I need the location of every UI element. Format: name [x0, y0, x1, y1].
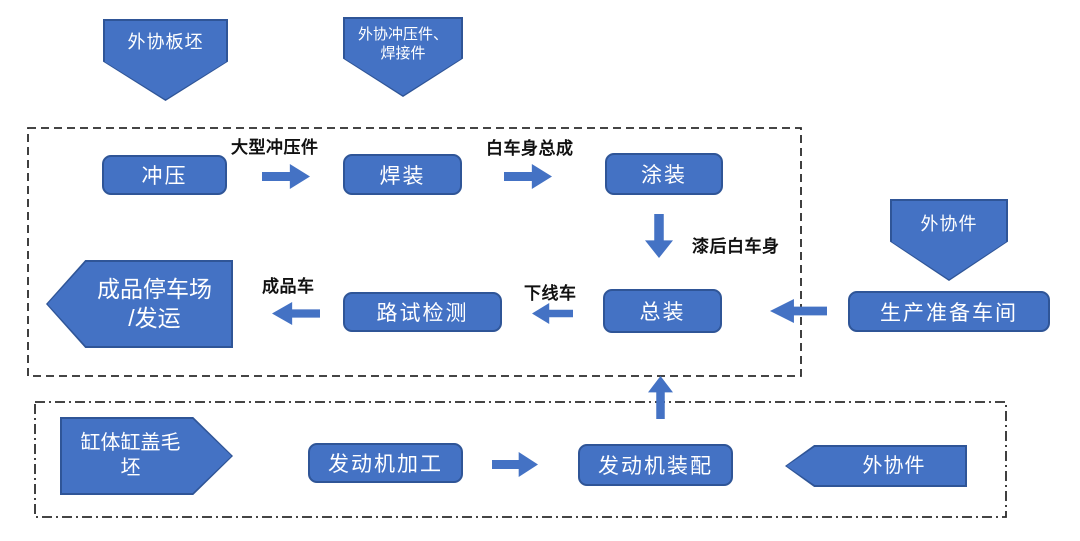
- box-painting: 涂装: [605, 153, 723, 195]
- line2: /发运: [128, 305, 181, 331]
- shape-input-cylinder-blanks: 缸体缸盖毛 坯: [60, 417, 233, 495]
- flow-label-offline-vehicle: 下线车: [524, 284, 577, 303]
- flow-label-finished-vehicle: 成品车: [262, 277, 315, 296]
- box-painting-label: 涂装: [641, 164, 687, 187]
- flow-label-body-in-white: 白车身总成: [486, 139, 574, 158]
- input-stamping-weldments-label: 外协冲压件、 焊接件: [343, 17, 463, 97]
- line1: 外协冲压件、: [357, 26, 448, 43]
- box-stamping-label: 冲压: [141, 165, 188, 188]
- box-welding-label: 焊装: [379, 164, 426, 188]
- box-welding: 焊装: [343, 154, 462, 195]
- vehicle-process-boundary: [27, 127, 802, 377]
- box-prep-workshop: 生产准备车间: [848, 291, 1050, 332]
- pentagon-right-fill: [61, 418, 232, 494]
- box-engine-machining-label: 发动机加工: [328, 453, 443, 476]
- box-engine-assembly-label: 发动机装配: [598, 455, 713, 478]
- box-engine-machining: 发动机加工: [308, 443, 463, 483]
- shape-output-parking-shipping: 成品停车场 /发运: [46, 260, 233, 348]
- flow-label-large-stampings: 大型冲压件: [231, 138, 319, 157]
- box-engine-assembly: 发动机装配: [578, 444, 733, 486]
- shape-input-stamping-weldments: 外协冲压件、 焊接件: [343, 17, 463, 97]
- input-purchased-parts-vehicle-label: 外协件: [920, 214, 978, 234]
- pentagon-left-fill: [47, 261, 232, 347]
- input-purchased-parts-engine-label: 外协件: [862, 454, 926, 477]
- box-final-assembly: 总装: [603, 289, 722, 333]
- output-parking-shipping-label: 成品停车场 /发运: [46, 260, 233, 348]
- input-slab-label: 外协板坯: [127, 32, 204, 52]
- line2: 坯: [120, 457, 141, 479]
- box-final-assembly-label: 总装: [639, 301, 686, 324]
- line1: 成品停车场: [97, 276, 212, 303]
- box-road-test: 路试检测: [343, 292, 502, 332]
- engine-process-boundary: [34, 401, 1007, 518]
- box-stamping: 冲压: [102, 155, 227, 195]
- box-prep-workshop-label: 生产准备车间: [880, 301, 1018, 325]
- shape-input-purchased-parts-vehicle: 外协件: [890, 199, 1008, 281]
- shape-input-slab: 外协板坯: [103, 19, 228, 101]
- flow-label-painted-body: 漆后白车身: [692, 237, 780, 256]
- shape-input-purchased-parts-engine: 外协件: [785, 445, 967, 487]
- line2: 焊接件: [380, 44, 426, 62]
- input-cylinder-blanks-label: 缸体缸盖毛 坯: [60, 417, 233, 495]
- pentagon-left-fill: [786, 446, 966, 486]
- box-road-test-label: 路试检测: [376, 302, 469, 325]
- line1: 缸体缸盖毛: [80, 432, 181, 454]
